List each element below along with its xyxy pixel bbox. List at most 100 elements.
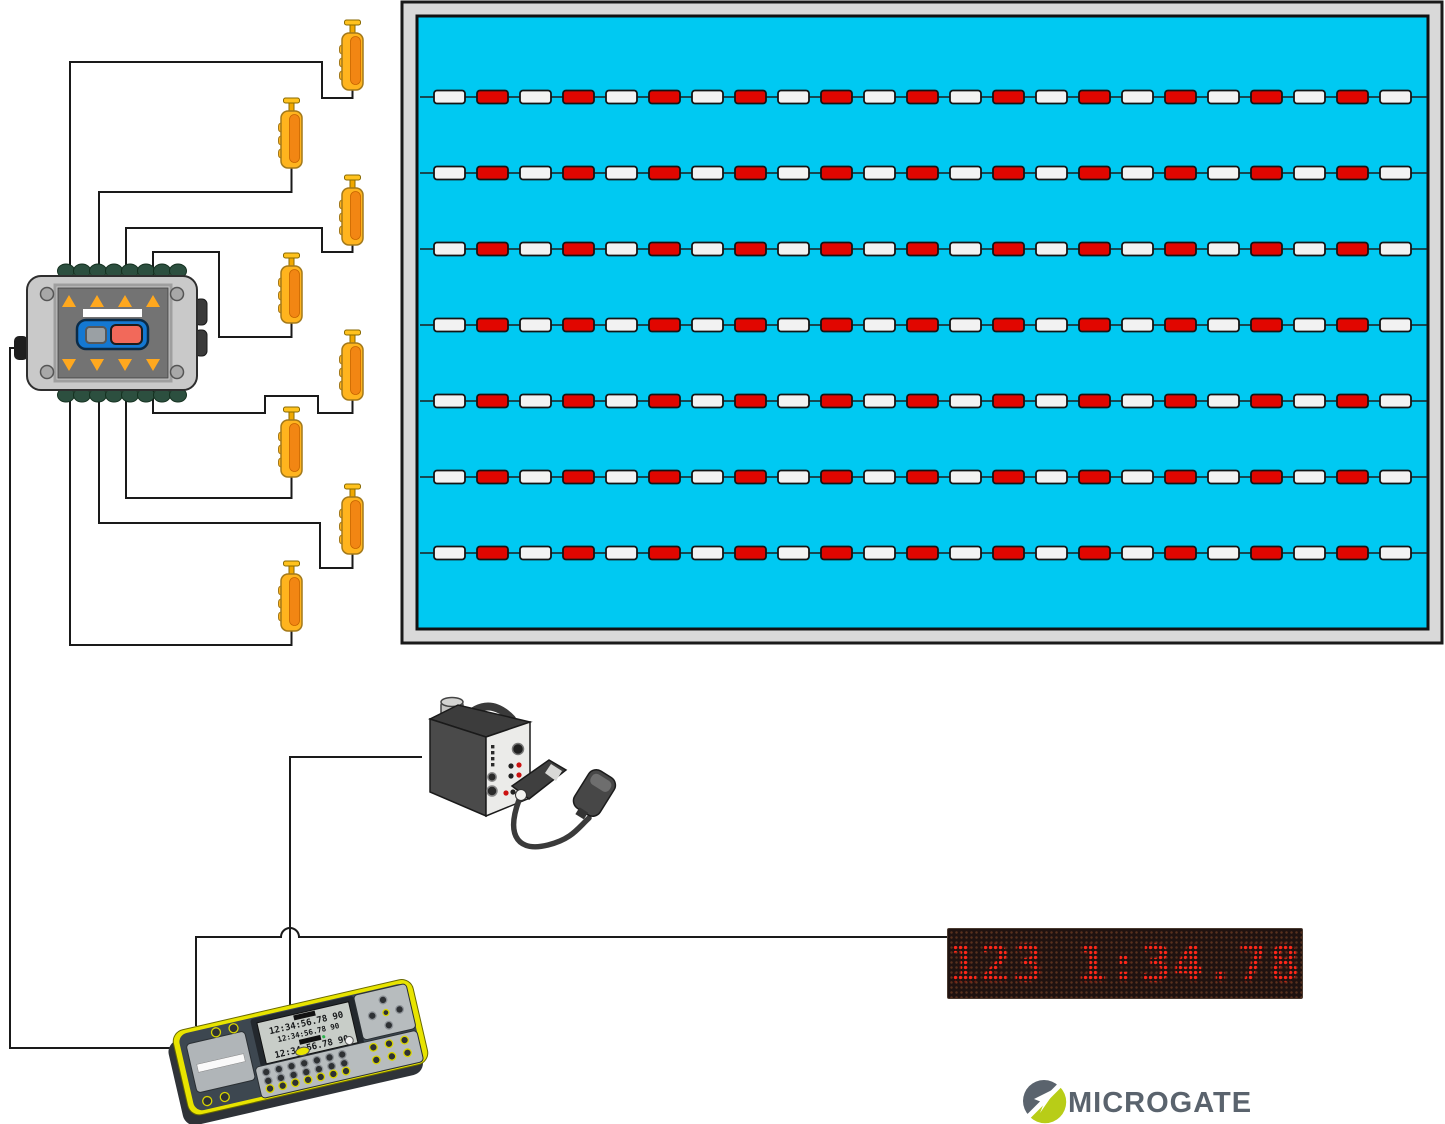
- console-keys: [202, 995, 412, 1107]
- console-key: [371, 1055, 381, 1065]
- console-key: [287, 1061, 297, 1071]
- lane-float: [992, 165, 1025, 181]
- lane-float: [605, 469, 638, 485]
- lane-float: [820, 89, 853, 105]
- lane-float: [691, 317, 724, 333]
- lane-ropes: [420, 89, 1427, 561]
- console-key: [278, 1081, 288, 1091]
- lane-float: [949, 165, 982, 181]
- console-key: [387, 1051, 397, 1061]
- console-key: [299, 1058, 309, 1068]
- lane-float: [1250, 545, 1283, 561]
- logo-circle-green: [1030, 1087, 1067, 1124]
- lane-float: [605, 317, 638, 333]
- lane-float: [1121, 89, 1154, 105]
- lane-float: [1035, 165, 1068, 181]
- lane-float: [691, 89, 724, 105]
- lane-float: [1336, 393, 1369, 409]
- wire-console-to-start-unit: [289, 756, 422, 1006]
- arrow-down-icons: [62, 359, 160, 371]
- knob-icon: [511, 742, 525, 756]
- lane-float: [691, 165, 724, 181]
- console-key: [312, 1055, 322, 1065]
- lane-float: [1293, 393, 1326, 409]
- lane-float: [1293, 165, 1326, 181]
- lane-float: [1121, 165, 1154, 181]
- led-dot-icon: [516, 762, 522, 768]
- lane-float: [691, 241, 724, 257]
- lane-float: [519, 165, 552, 181]
- screw-icon: [169, 286, 185, 302]
- lane-float: [648, 393, 681, 409]
- lane-float: [562, 89, 595, 105]
- lane-float: [562, 545, 595, 561]
- lane-float: [1035, 545, 1068, 561]
- wire-pushbutton-7: [98, 390, 354, 569]
- lane-float: [1164, 393, 1197, 409]
- lane-float: [1207, 241, 1240, 257]
- led-dot-icon: [516, 772, 522, 778]
- lane-float: [1207, 317, 1240, 333]
- lane-float: [691, 545, 724, 561]
- lane-float: [648, 469, 681, 485]
- lane-float: [992, 241, 1025, 257]
- junction-box-teeth: [57, 263, 187, 403]
- screen-chip: [298, 1034, 322, 1045]
- wire-pushbutton-5: [152, 390, 354, 414]
- lane-float: [777, 469, 810, 485]
- screw-icon: [39, 286, 55, 302]
- lane-float: [1164, 545, 1197, 561]
- wire-pushbutton-6: [125, 390, 293, 499]
- lane-float: [605, 165, 638, 181]
- lane-float: [949, 89, 982, 105]
- console-white-key: [344, 1036, 354, 1046]
- console-key: [261, 1067, 271, 1077]
- lane-float: [1379, 241, 1412, 257]
- lane-float: [562, 241, 595, 257]
- pushbutton-8: [278, 560, 303, 632]
- lane-float: [1336, 89, 1369, 105]
- lane-float: [648, 165, 681, 181]
- wire-pushbutton-3: [125, 227, 354, 276]
- lane-float: [1035, 241, 1068, 257]
- lane-float: [1164, 317, 1197, 333]
- lane-float: [1293, 545, 1326, 561]
- console-key: [202, 1095, 213, 1107]
- lane-float: [906, 89, 939, 105]
- screen-status-dot: [322, 1035, 326, 1039]
- lane-float: [1078, 545, 1111, 561]
- lane-float: [992, 545, 1025, 561]
- lane-float: [1293, 89, 1326, 105]
- lane-float: [820, 545, 853, 561]
- pushbutton-1: [339, 19, 364, 91]
- wire-pushbutton-1: [69, 61, 354, 276]
- console-key: [382, 1008, 390, 1017]
- lane-float: [433, 165, 466, 181]
- lane-float: [1078, 241, 1111, 257]
- wire-pushbutton-2: [98, 168, 293, 276]
- lane-float: [863, 165, 896, 181]
- led-dot-icon: [503, 790, 509, 796]
- led-dot-icon: [510, 789, 516, 795]
- lane-float: [863, 545, 896, 561]
- screw-icon: [169, 364, 185, 380]
- lane-float: [1164, 469, 1197, 485]
- console-key: [403, 1048, 412, 1058]
- lane-float: [1121, 241, 1154, 257]
- junction-box-label-strip: [83, 309, 142, 317]
- arrow-icon: [1034, 1087, 1058, 1113]
- lane-float: [433, 89, 466, 105]
- lane-float: [648, 241, 681, 257]
- lane-float: [1336, 317, 1369, 333]
- lane-float: [1336, 241, 1369, 257]
- lane-float: [691, 469, 724, 485]
- lane-float: [605, 393, 638, 409]
- console-key: [367, 1011, 377, 1021]
- console-yellow-key: [295, 1046, 310, 1057]
- lane-float: [1293, 317, 1326, 333]
- lane-float: [1078, 89, 1111, 105]
- wire-pushbutton-4: [152, 251, 293, 338]
- console-screen: [256, 1001, 359, 1065]
